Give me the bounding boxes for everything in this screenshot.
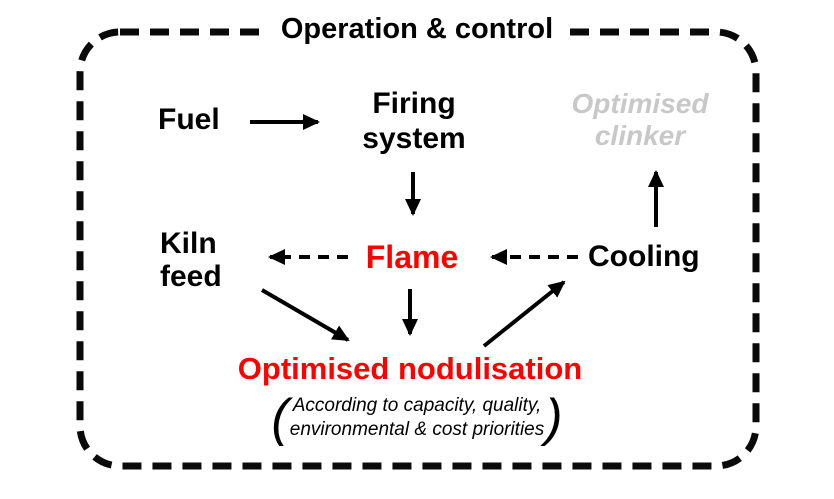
node-flame: Flame — [365, 239, 459, 275]
diagram-title: Operation & control — [264, 13, 570, 46]
node-optimised-nodulisation: Optimised nodulisation — [237, 351, 583, 386]
node-firing-system: Firing system — [362, 87, 466, 155]
left-paren: ( — [271, 389, 289, 447]
node-cooling: Cooling — [588, 240, 700, 273]
node-fuel: Fuel — [158, 103, 220, 136]
right-paren: ) — [545, 389, 563, 447]
arrow-nodulisation-to-cooling — [482, 280, 566, 348]
arrow-kiln-feed-to-nodulisation — [260, 288, 350, 342]
node-kiln-feed: Kiln feed — [160, 227, 222, 293]
nodulisation-note: ( According to capacity, quality, enviro… — [270, 392, 563, 444]
note-text: According to capacity, quality, environm… — [289, 395, 545, 440]
node-optimised-clinker: Optimised clinker — [571, 88, 709, 151]
